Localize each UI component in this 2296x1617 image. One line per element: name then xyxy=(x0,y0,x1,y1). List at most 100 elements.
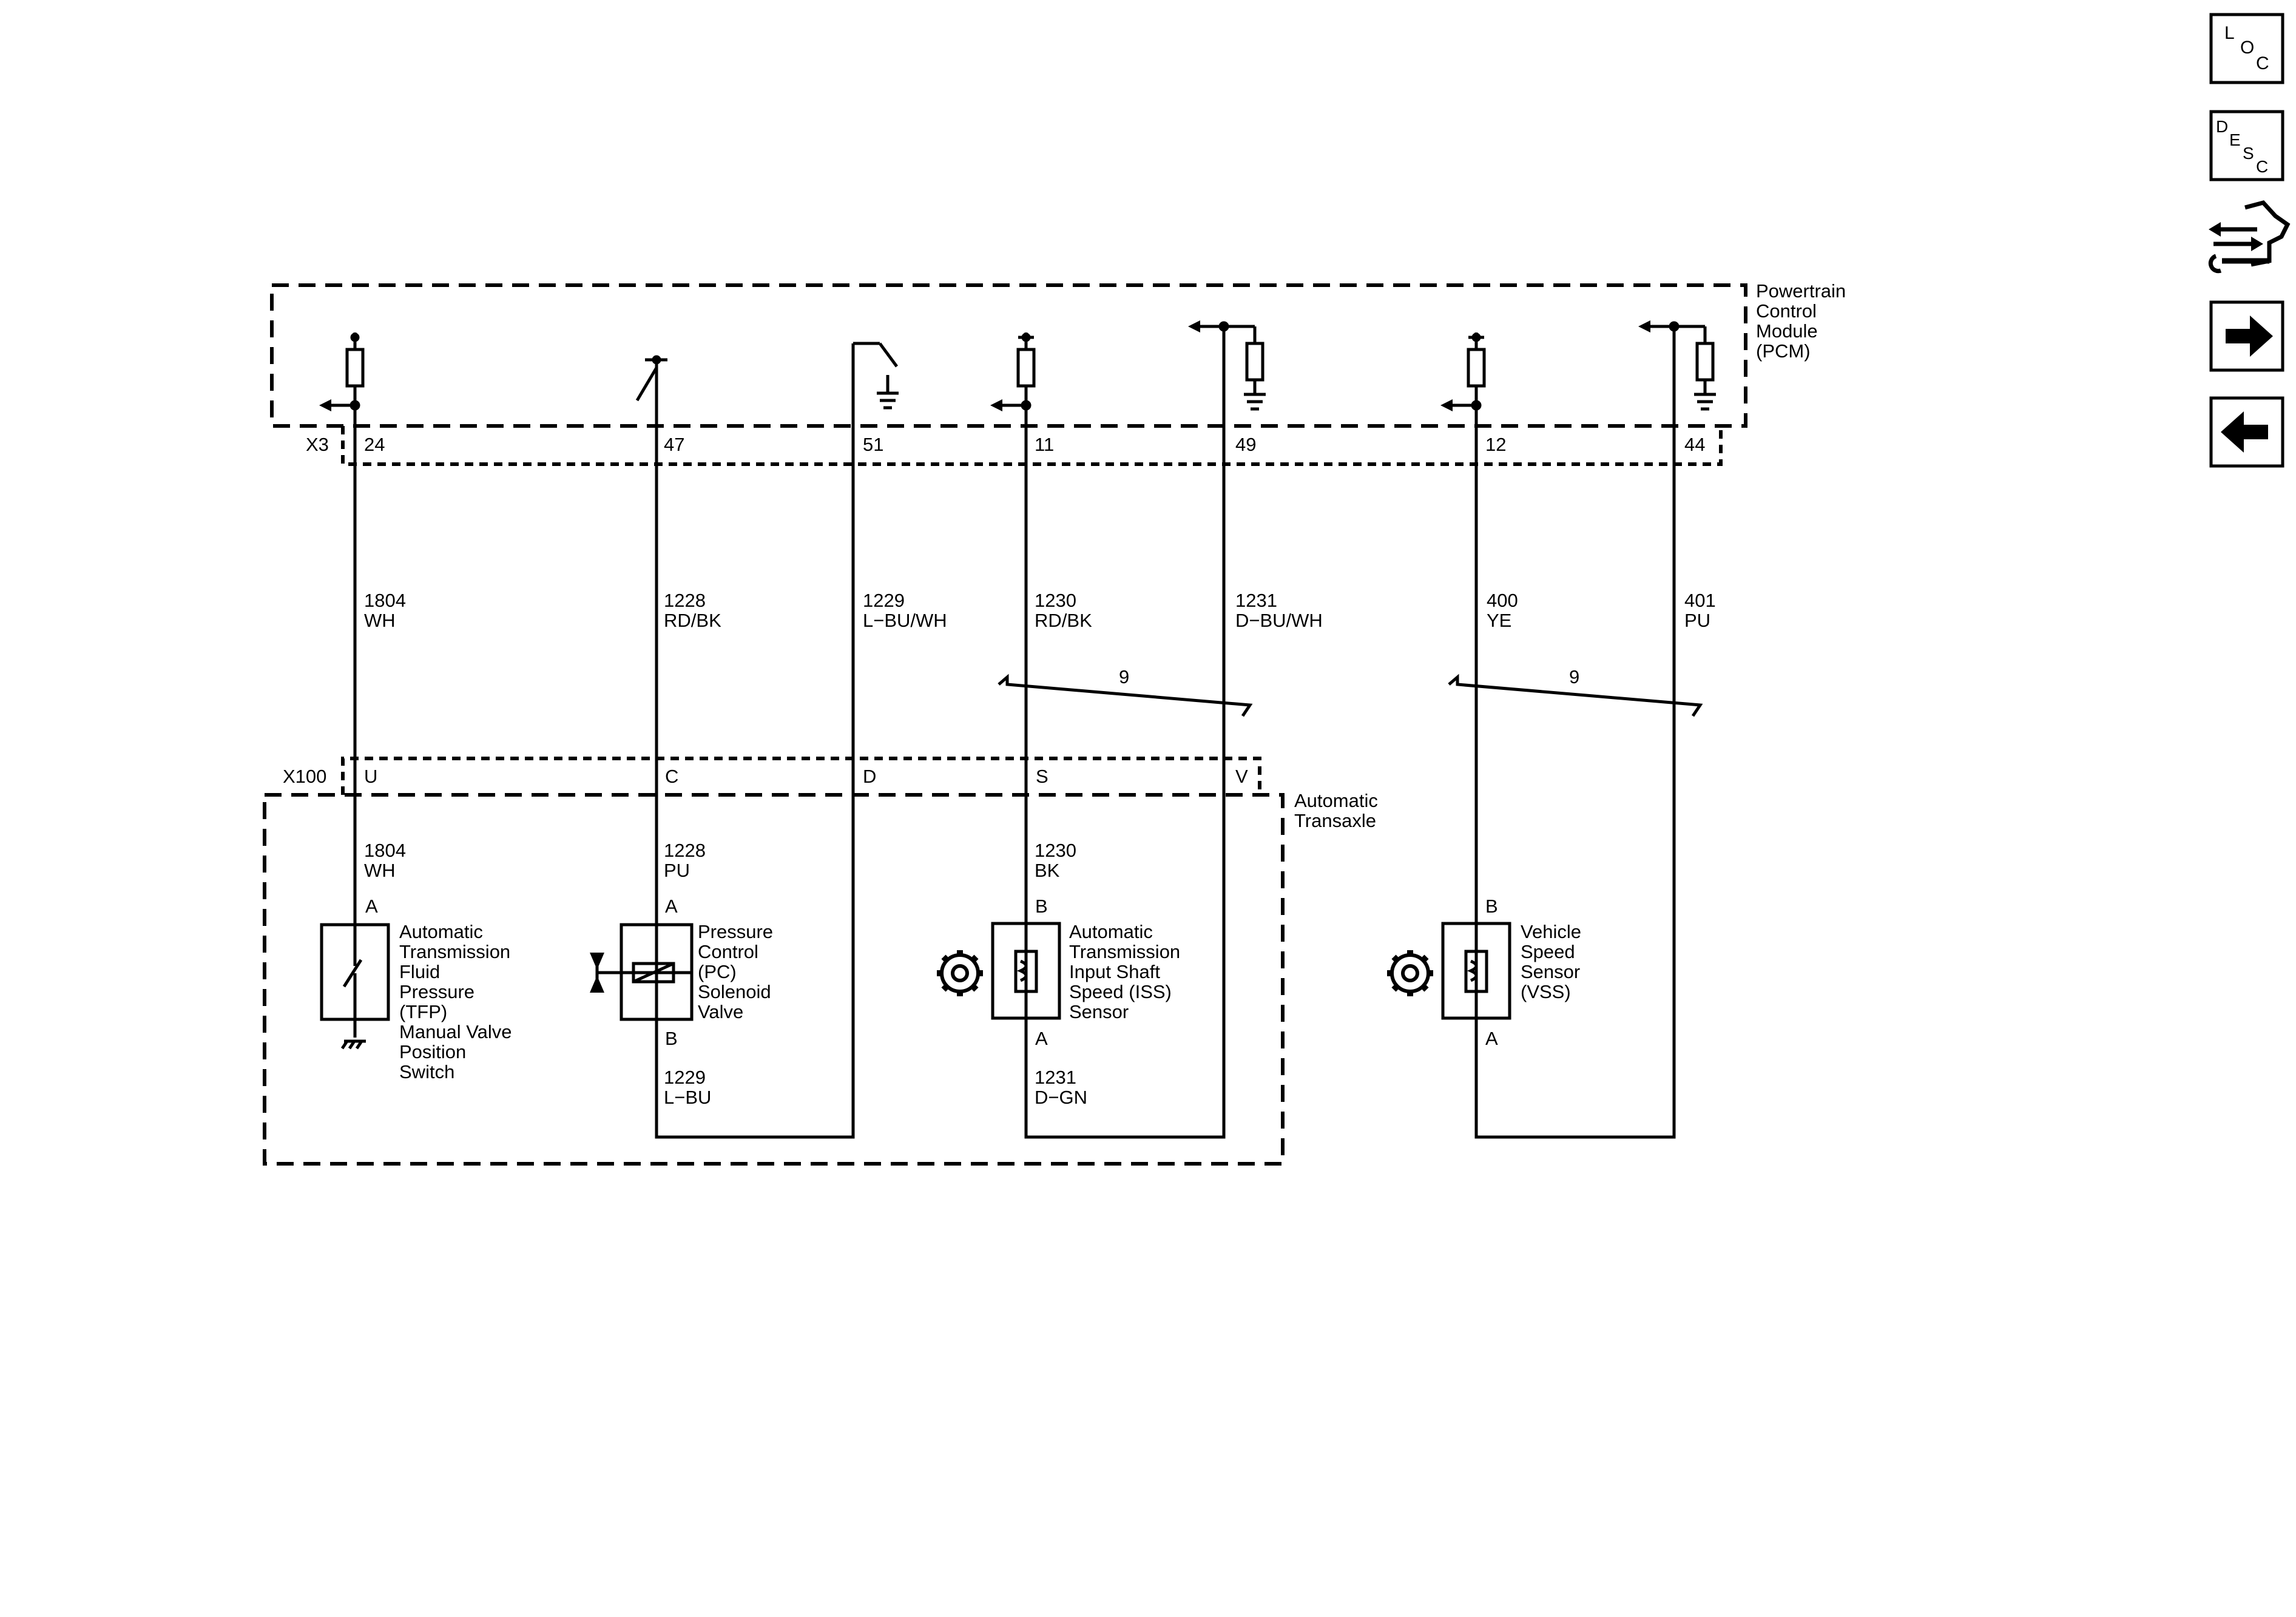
tfp-switch: A Automatic Transmission Fluid Pressure … xyxy=(320,896,512,1082)
svg-text:Pressure: Pressure xyxy=(698,921,773,942)
sensor-element-icon xyxy=(1464,950,1488,993)
svg-text:Control: Control xyxy=(1756,300,1817,322)
svg-text:WH: WH xyxy=(364,860,396,881)
svg-text:L−BU/WH: L−BU/WH xyxy=(863,610,947,631)
pcm-pin-numbers: 24 47 51 11 49 12 44 xyxy=(364,434,1705,455)
svg-text:Automatic: Automatic xyxy=(399,921,483,942)
next-arrow-icon[interactable] xyxy=(2209,300,2284,372)
svg-text:C: C xyxy=(2256,157,2268,176)
transaxle-module xyxy=(263,757,1285,1166)
svg-text:Transaxle: Transaxle xyxy=(1294,810,1376,831)
svg-text:Speed: Speed xyxy=(1521,941,1575,962)
svg-text:1230: 1230 xyxy=(1035,840,1076,861)
x100-pin: U xyxy=(364,766,377,787)
svg-text:Automatic: Automatic xyxy=(1294,790,1378,811)
svg-text:(TFP): (TFP) xyxy=(399,1001,447,1022)
x100-pin: V xyxy=(1235,766,1248,787)
previous-arrow-icon[interactable] xyxy=(2209,396,2284,468)
twist-label: 9 xyxy=(1119,666,1129,687)
svg-text:PU: PU xyxy=(1684,610,1710,631)
svg-text:Sensor: Sensor xyxy=(1521,961,1580,982)
svg-text:O: O xyxy=(2240,38,2254,58)
svg-text:Control: Control xyxy=(698,941,758,962)
svg-text:Transmission: Transmission xyxy=(1069,941,1180,962)
sensor-element-icon xyxy=(1014,950,1038,993)
pcm-pin: 24 xyxy=(364,434,385,455)
pcm-pin: 11 xyxy=(1035,434,1054,455)
twisted-pair-markers xyxy=(998,673,1703,717)
svg-text:Vehicle: Vehicle xyxy=(1521,921,1581,942)
svg-text:1229: 1229 xyxy=(664,1067,706,1088)
pull-up-resistor-icon xyxy=(1440,333,1486,411)
svg-text:A: A xyxy=(1035,1028,1048,1049)
pcm-pin: 12 xyxy=(1485,434,1506,455)
pcm-pin: 47 xyxy=(664,434,684,455)
pull-down-resistor-icon xyxy=(1188,320,1266,411)
pull-up-resistor-icon xyxy=(319,333,365,411)
svg-text:WH: WH xyxy=(364,610,396,631)
iss-sensor: B A Automatic Transmission xyxy=(937,896,1180,1049)
svg-text:1228: 1228 xyxy=(664,840,706,861)
pull-up-resistor-icon xyxy=(990,333,1036,411)
svg-text:(PC): (PC) xyxy=(698,961,737,982)
transaxle-label: Automatic Transaxle xyxy=(1294,790,1378,831)
svg-text:(VSS): (VSS) xyxy=(1521,981,1571,1002)
pull-down-resistor-icon xyxy=(1638,320,1716,411)
svg-text:Fluid: Fluid xyxy=(399,961,440,982)
svg-text:1229: 1229 xyxy=(863,590,905,611)
svg-text:A: A xyxy=(1485,1028,1498,1049)
svg-text:L−BU: L−BU xyxy=(664,1087,711,1108)
lower-wire-labels: 1804 WH 1228 PU 1230 BK 1229 L−BU 1231 D… xyxy=(364,840,1087,1108)
svg-text:RD/BK: RD/BK xyxy=(1035,610,1092,631)
svg-text:Solenoid: Solenoid xyxy=(698,981,771,1002)
svg-text:D−BU/WH: D−BU/WH xyxy=(1235,610,1323,631)
x100-pin: S xyxy=(1036,766,1048,787)
svg-text:400: 400 xyxy=(1487,590,1518,611)
svg-text:A: A xyxy=(365,896,378,917)
transaxle-connector-label: X100 xyxy=(283,766,326,787)
loc-button[interactable]: L O C xyxy=(2209,13,2284,84)
pc-solenoid-valve: A B Pressure Control (PC) Solenoid Valve xyxy=(590,896,773,1049)
svg-text:A: A xyxy=(665,896,678,917)
wires xyxy=(353,326,1676,1139)
svg-text:Switch: Switch xyxy=(399,1061,454,1082)
pcm-pin: 49 xyxy=(1235,434,1256,455)
wire-1228-1229-loop xyxy=(655,343,855,1139)
svg-text:1230: 1230 xyxy=(1035,590,1076,611)
svg-text:Transmission: Transmission xyxy=(399,941,510,962)
wire-400-401-loop xyxy=(1474,326,1676,1139)
svg-text:1231: 1231 xyxy=(1235,590,1277,611)
svg-text:L: L xyxy=(2224,23,2235,43)
vss-sensor: B A Vehicle Speed Sensor xyxy=(1387,896,1581,1049)
svg-text:D: D xyxy=(2216,117,2228,136)
x100-pin: D xyxy=(863,766,876,787)
svg-text:Pressure: Pressure xyxy=(399,981,474,1002)
pcm-pin: 44 xyxy=(1684,434,1705,455)
pcm-internal-circuits xyxy=(319,320,1716,411)
svg-text:Powertrain: Powertrain xyxy=(1756,280,1846,302)
switch-contact-icon xyxy=(342,959,363,988)
desc-button[interactable]: D E S C xyxy=(2209,110,2284,181)
svg-text:D−GN: D−GN xyxy=(1035,1087,1087,1108)
svg-text:B: B xyxy=(665,1028,678,1049)
pcm-module xyxy=(270,283,1747,466)
svg-text:1804: 1804 xyxy=(364,840,406,861)
svg-text:S: S xyxy=(2243,144,2254,163)
svg-text:Manual Valve: Manual Valve xyxy=(399,1021,512,1042)
svg-text:C: C xyxy=(2256,53,2269,73)
svg-text:E: E xyxy=(2229,130,2241,149)
connector-view-icon[interactable] xyxy=(2208,200,2291,274)
gear-icon xyxy=(937,950,983,996)
svg-text:(PCM): (PCM) xyxy=(1756,340,1811,362)
gear-icon xyxy=(1387,950,1433,996)
svg-text:Input Shaft: Input Shaft xyxy=(1069,961,1160,982)
pcm-label: Powertrain Control Module (PCM) xyxy=(1756,280,1846,362)
svg-text:Sensor: Sensor xyxy=(1069,1001,1129,1022)
svg-text:1231: 1231 xyxy=(1035,1067,1076,1088)
svg-text:Position: Position xyxy=(399,1041,466,1062)
svg-text:YE: YE xyxy=(1487,610,1511,631)
svg-text:Valve: Valve xyxy=(698,1001,743,1022)
svg-text:B: B xyxy=(1035,896,1048,917)
svg-text:1228: 1228 xyxy=(664,590,706,611)
